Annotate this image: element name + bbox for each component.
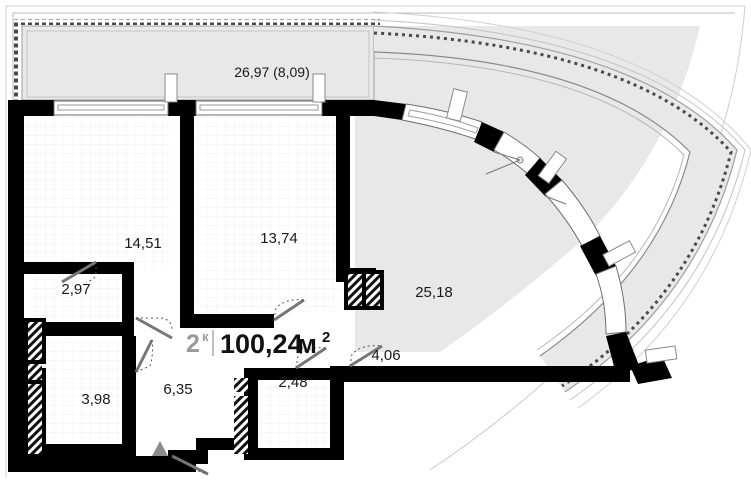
room-area-labels: 14,51 13,74 25,18 2,97 3,98 6,35 2,48 4,… [61, 230, 452, 408]
room-floor-fills [22, 110, 341, 450]
windows-top [53, 73, 326, 116]
room-label-bath-center: 2,48 [278, 374, 307, 391]
doors [61, 151, 567, 476]
room-label-corridor: 4,06 [371, 347, 400, 364]
top-balcony-dimension: 26,97 (8,09) [234, 64, 310, 80]
room-label-hall: 6,35 [163, 381, 192, 398]
room-label-bedroom-left: 14,51 [124, 235, 162, 252]
plan-title: 2 к 100,24 м 2 [186, 329, 330, 359]
dimension-labels: 26,97 (8,09) [234, 64, 310, 80]
title-total-area: 100,24 [220, 329, 303, 359]
ventilation-shafts [28, 274, 380, 454]
title-rooms-count: 2 [186, 330, 200, 358]
curved-wall-openings [401, 88, 678, 374]
entrance-triangle-marker [152, 441, 168, 456]
room-label-bath-left: 3,98 [81, 391, 110, 408]
room-label-bedroom-center: 13,74 [260, 230, 298, 247]
room-label-living: 25,18 [415, 284, 453, 301]
title-rooms-suffix: к [202, 329, 209, 344]
room-label-closet: 2,97 [61, 281, 90, 298]
title-unit-superscript: 2 [322, 329, 330, 346]
title-unit: м [297, 329, 317, 359]
